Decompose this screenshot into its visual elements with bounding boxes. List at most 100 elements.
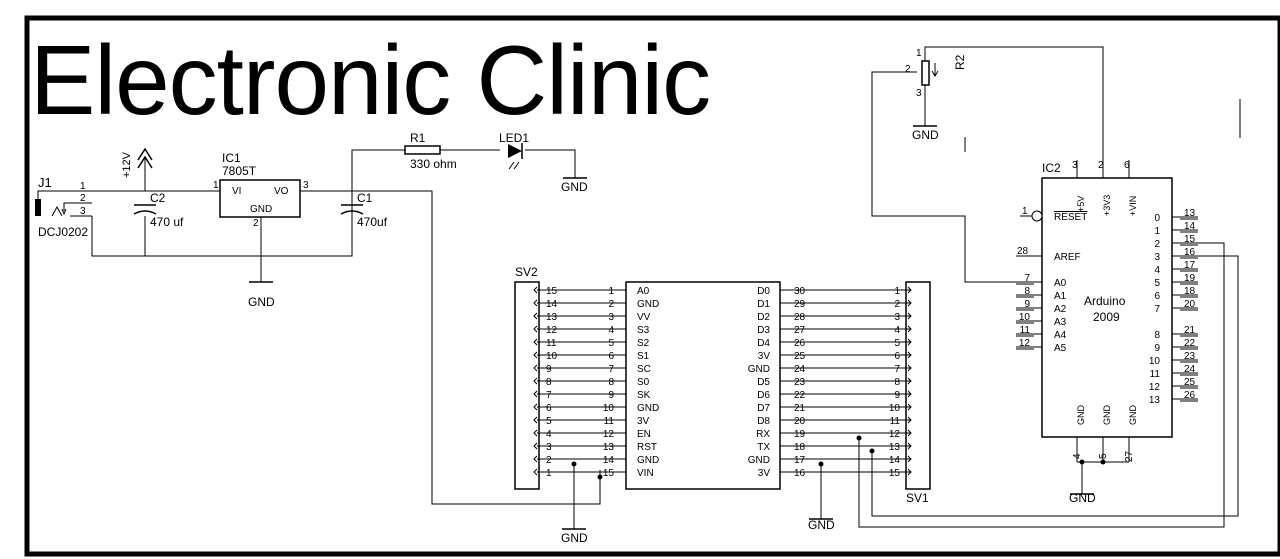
sv2-contact	[533, 403, 538, 411]
ground-symbol-sv2: GND	[561, 528, 588, 545]
module-left-pin-name: GND	[637, 455, 659, 466]
module-left-pin-num: 1	[608, 286, 614, 297]
module-right-pin-num: 18	[794, 442, 806, 453]
module-left-pin-name: RST	[637, 442, 657, 453]
led-led1: LED1	[499, 131, 529, 170]
j1-value: DCJ0202	[38, 225, 88, 239]
module-left-pin-name: S0	[637, 377, 650, 388]
module-extra-wires	[573, 242, 1239, 529]
module-right-pin-num: 20	[794, 416, 806, 427]
digital-pin-num: 20	[1184, 299, 1196, 310]
sv1-pin-num: 5	[894, 338, 900, 349]
digital-pin-inner: 6	[1154, 291, 1160, 302]
analog-pin-num: 12	[1019, 338, 1031, 349]
module-left-pin-num: 2	[608, 299, 614, 310]
sv1-pin-num: 1	[894, 286, 900, 297]
digital-pin-inner: 1	[1154, 226, 1160, 237]
sv2-pin-num: 9	[546, 364, 552, 375]
arduino-gnd-pin-5: 5	[1098, 453, 1109, 459]
sv2-pin-num: 4	[546, 429, 552, 440]
r1-value: 330 ohm	[410, 157, 457, 171]
drawing-frame	[24, 15, 1280, 557]
sv2-pin-num: 14	[546, 299, 558, 310]
sv1-pin-num: 12	[889, 429, 901, 440]
module-right-pin-name: D0	[757, 286, 770, 297]
sv2-contact	[533, 286, 538, 294]
sv1-pin-num: 15	[889, 468, 901, 479]
sv2-contact	[533, 468, 538, 476]
sv1-pin-num: 4	[894, 325, 900, 336]
digital-pin-inner: 12	[1149, 382, 1161, 393]
regulator-ic1: IC1 7805T VI VO GND 1 3 2	[213, 151, 309, 229]
module-right-pin-num: 25	[794, 351, 806, 362]
sv1-pin-num: 13	[889, 442, 901, 453]
digital-pin-inner: 9	[1154, 343, 1160, 354]
c2-name: C2	[150, 191, 166, 205]
sv2-contact	[533, 390, 538, 398]
arduino-gnd-label-3: GND	[1128, 405, 1138, 426]
sv2-pin-num: 7	[546, 390, 552, 401]
sv2-contact	[533, 455, 538, 463]
analog-pin-num: 9	[1024, 299, 1030, 310]
digital-pin-num: 13	[1184, 208, 1196, 219]
ic1-pin-vo: 3	[303, 180, 309, 191]
digital-pin-num: 16	[1184, 247, 1196, 258]
sv2-pin-num: 2	[546, 455, 552, 466]
sv1-pin-num: 14	[889, 455, 901, 466]
module-right-pin-name: GND	[748, 455, 770, 466]
module-left-pin-name: VIN	[637, 468, 654, 479]
arduino-5v: +5V	[1076, 196, 1086, 212]
module-left-pin-name: 3V	[637, 416, 650, 427]
module-right-pin-name: D8	[757, 416, 770, 427]
module-left-pin-name: S2	[637, 338, 650, 349]
r2-pin-3: 3	[916, 88, 922, 99]
sv1-pin-num: 10	[889, 403, 901, 414]
analog-pin-name: A4	[1054, 330, 1067, 341]
led1-name: LED1	[499, 131, 529, 145]
ic2-name: IC2	[1042, 161, 1061, 175]
module-left-pin-name: GND	[637, 403, 659, 414]
digital-pin-inner: 5	[1154, 278, 1160, 289]
module-left-pin-name: SK	[637, 390, 651, 401]
digital-pin-num: 18	[1184, 286, 1196, 297]
j1-name: J1	[38, 175, 52, 190]
digital-pin-inner: 0	[1154, 213, 1160, 224]
supply-12v-label: +12V	[121, 151, 133, 178]
digital-pin-inner: 4	[1154, 265, 1160, 276]
r2-pin-2: 2	[905, 64, 911, 75]
sv2-contact	[533, 429, 538, 437]
sv1-pin-num: 6	[894, 351, 900, 362]
ic1-pin-vi: 1	[213, 180, 219, 191]
sv2-pin-num: 10	[546, 351, 558, 362]
sv1-pin-num: 8	[894, 377, 900, 388]
c1-name: C1	[357, 191, 373, 205]
arduino-3v3: +3V3	[1102, 195, 1112, 216]
analog-pin-num: 11	[1020, 325, 1031, 336]
module-right-pin-num: 17	[794, 455, 806, 466]
arduino-vin: +VIN	[1128, 196, 1138, 216]
capacitor-c2: C2 470 uf	[133, 191, 184, 229]
digital-pin-inner: 8	[1154, 330, 1160, 341]
ic1-vi: VI	[232, 186, 241, 197]
digital-pin-inner: 13	[1149, 395, 1161, 406]
reset-pin-num: 1	[1022, 206, 1028, 217]
gnd-label-module: GND	[808, 518, 835, 532]
module-left-pin-num: 15	[603, 468, 615, 479]
ic1-name: IC1	[222, 151, 241, 165]
digital-pin-inner: 3	[1154, 252, 1160, 263]
arduino-gnd-label-2: GND	[1102, 405, 1112, 426]
module-right-pin-num: 21	[794, 403, 806, 414]
sv1-name: SV1	[906, 491, 929, 505]
potentiometer-r2: R2 1 2 3 GND	[871, 46, 1241, 283]
ic1-gnd: GND	[250, 204, 272, 215]
module-left-pin-name: A0	[637, 286, 650, 297]
module-left-pin-name: VV	[637, 312, 651, 323]
sv2-pin-num: 11	[546, 338, 557, 349]
arduino-label-1: Arduino	[1084, 294, 1126, 308]
analog-pin-num: 10	[1019, 312, 1031, 323]
j1-pin-2: 2	[80, 193, 86, 204]
module-left-pin-num: 6	[608, 351, 614, 362]
digital-pin-num: 25	[1184, 377, 1196, 388]
module-right-pin-num: 23	[794, 377, 806, 388]
